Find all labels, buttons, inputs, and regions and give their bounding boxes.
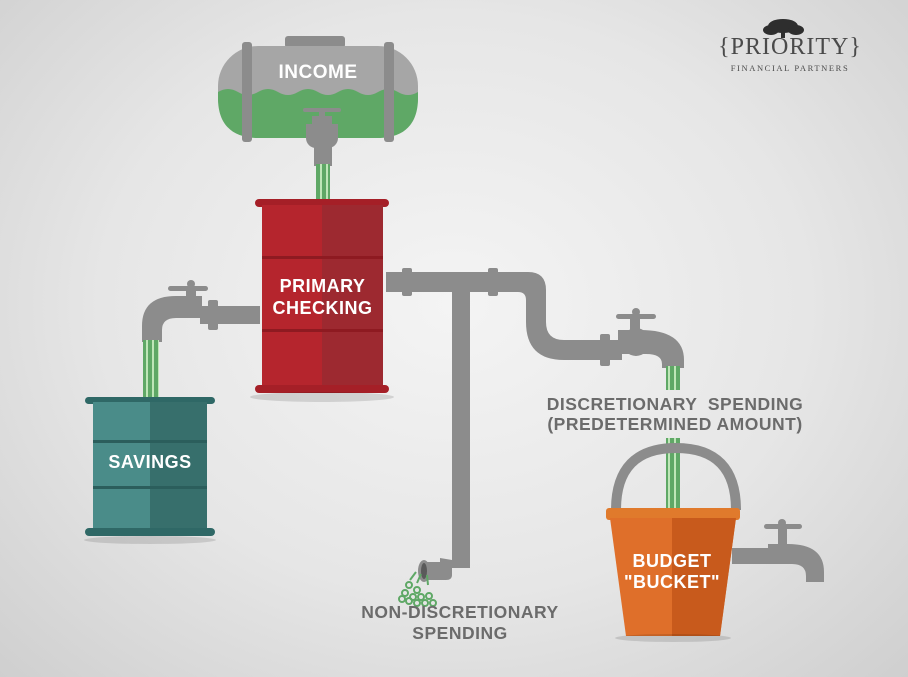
logo-tagline: FINANCIAL PARTNERS (730, 63, 850, 73)
savings-barrel (84, 397, 216, 544)
non-discretionary-outlet-icon (418, 558, 452, 582)
tree-icon (763, 19, 804, 38)
budget-bucket (606, 442, 741, 642)
income-tank (218, 36, 418, 142)
discretionary-faucet-icon (616, 308, 684, 368)
budget-bucket-label-line1: BUDGET (632, 551, 712, 571)
logo-wordmark: {PRIORITY} (718, 34, 862, 60)
primary-checking-barrel (250, 199, 394, 402)
distribution-pipes (386, 268, 622, 568)
income-faucet-icon (303, 108, 341, 166)
primary-checking-label-line1: PRIMARY (279, 276, 366, 296)
savings-water-stream (143, 340, 159, 400)
non-discretionary-label-line2: SPENDING (412, 623, 508, 643)
budget-bucket-label-line2: "BUCKET" (623, 572, 721, 592)
non-discretionary-money-spill-icon (398, 571, 437, 607)
savings-faucet-icon (142, 280, 260, 342)
non-discretionary-label-line1: NON-DISCRETIONARY (361, 602, 559, 622)
income-water-stream (316, 164, 330, 204)
discretionary-water-stream (666, 366, 680, 390)
primary-checking-label-line2: CHECKING (272, 298, 373, 318)
discretionary-label-line1: DISCRETIONARY SPENDING (546, 394, 804, 414)
savings-label: SAVINGS (108, 452, 192, 472)
budget-bucket-faucet-icon (732, 519, 824, 582)
discretionary-label-line2: (PREDETERMINED AMOUNT) (547, 414, 803, 434)
income-label: INCOME (278, 62, 358, 83)
budget-water-stream (666, 438, 680, 518)
logo-name: PRIORITY (730, 34, 850, 60)
